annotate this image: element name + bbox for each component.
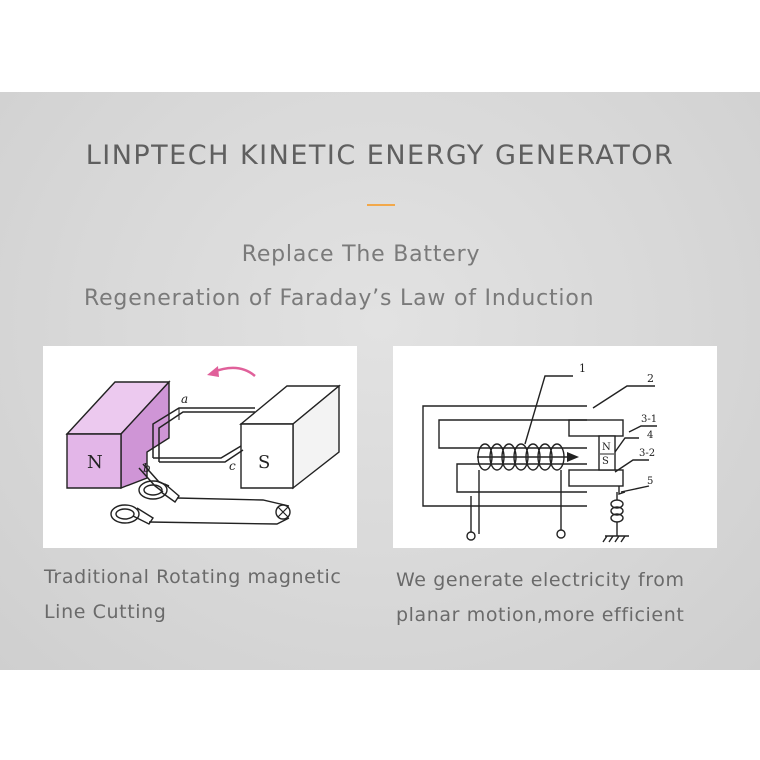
magnet-4-s-label: S [602, 456, 609, 467]
part-label-3-2: 3-2 [639, 448, 655, 459]
rotating-coil [138, 407, 255, 493]
rotation-arrowhead-icon [207, 366, 219, 377]
left-caption: Traditional Rotating magnetic Line Cutti… [44, 560, 374, 630]
page-title: LINPTECH KINETIC ENERGY GENERATOR [85, 140, 675, 171]
magnet-4: N S [598, 435, 616, 471]
magnet-4-n-label: N [602, 442, 611, 453]
part-label-5: 5 [647, 476, 653, 487]
lamp-icon [275, 504, 291, 520]
magnet-n: N [65, 380, 171, 490]
magnet-n-label: N [87, 452, 103, 473]
coil-label-c: c [229, 459, 236, 473]
iron-core-frame [422, 375, 657, 507]
coil-label-b: b [143, 461, 151, 475]
title-accent-line [367, 204, 395, 206]
planar-generator-svg: N S [422, 362, 657, 543]
right-caption-line1: We generate electricity from [396, 569, 685, 591]
magnet-s: S [239, 384, 341, 490]
external-circuit [148, 497, 290, 525]
coil-winding [477, 443, 573, 534]
magnet-s-label: S [258, 452, 270, 473]
rotating-generator-svg: N S a b c [65, 366, 341, 525]
slip-rings [110, 480, 180, 525]
left-caption-line2: Line Cutting [44, 601, 167, 623]
part-label-2: 2 [647, 372, 654, 385]
spring-5 [602, 492, 629, 543]
flux-arrow-icon [567, 452, 579, 462]
subtitle-replace-battery: Replace The Battery [241, 242, 481, 267]
part-label-4: 4 [647, 430, 653, 441]
planar-generator-schematic: N S [393, 346, 717, 548]
rotation-arrow-icon [212, 366, 256, 377]
coil-label-a: a [181, 392, 188, 406]
right-caption: We generate electricity from planar moti… [396, 563, 726, 633]
rotating-generator-illustration: N S a b c [43, 346, 357, 548]
left-caption-line1: Traditional Rotating magnetic [44, 566, 342, 588]
terminal-left-icon [466, 531, 476, 541]
part-label-3-1: 3-1 [641, 414, 657, 425]
subtitle-faraday-law: Regeneration of Faraday’s Law of Inducti… [84, 286, 595, 311]
terminal-right-icon [556, 529, 566, 539]
right-caption-line2: planar motion,more efficient [396, 604, 685, 626]
part-label-1: 1 [579, 362, 586, 375]
